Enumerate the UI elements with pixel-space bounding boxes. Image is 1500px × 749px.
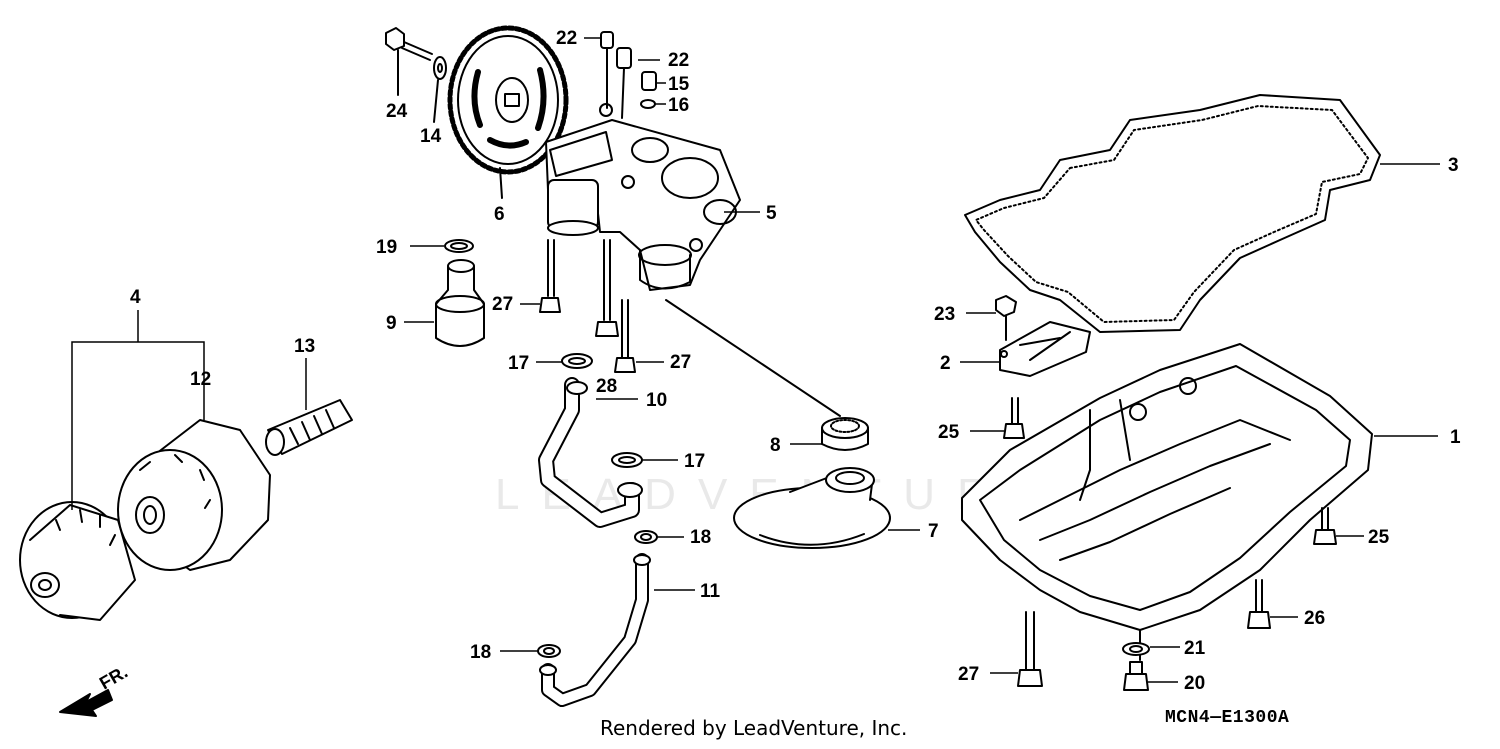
part-washer-21 — [1122, 642, 1150, 656]
part-oring-17a — [561, 353, 593, 369]
callout-21: 21 — [1184, 638, 1206, 659]
part-gasket-3 — [964, 94, 1381, 333]
part-bolt-25a — [1003, 397, 1025, 439]
part-plate-2 — [999, 321, 1091, 377]
callout-18b: 18 — [470, 642, 491, 663]
callout-18a: 18 — [690, 527, 711, 548]
callout-23: 23 — [934, 304, 955, 325]
callout-22a: 22 — [556, 28, 577, 49]
part-bolt-27c — [1017, 611, 1043, 687]
callout-24: 24 — [386, 101, 408, 122]
part-oil-pump-5 — [545, 103, 741, 291]
part-pipe-13 — [265, 399, 353, 456]
part-washer-14 — [433, 56, 447, 123]
part-pipe-11 — [539, 553, 651, 707]
front-direction-arrow-icon — [59, 689, 113, 717]
callout-2: 2 — [940, 353, 951, 374]
part-pipe-10 — [538, 377, 643, 528]
part-oil-pan-1 — [961, 343, 1373, 661]
part-bolt-27a — [539, 239, 561, 313]
callout-17b: 17 — [684, 451, 705, 472]
callout-25b: 25 — [1368, 527, 1390, 548]
callout-12: 12 — [190, 369, 211, 390]
part-seal-8 — [665, 299, 869, 451]
callout-28: 28 — [596, 376, 617, 397]
callout-3: 3 — [1448, 155, 1459, 176]
callout-6: 6 — [494, 204, 505, 225]
callout-7: 7 — [928, 521, 939, 542]
callout-27b: 27 — [670, 352, 691, 373]
part-bolt-26 — [1247, 579, 1271, 629]
callout-27a: 27 — [492, 294, 513, 315]
part-filter-housing-4 — [19, 501, 136, 621]
part-bolt-23 — [995, 295, 1017, 341]
callout-14: 14 — [420, 126, 442, 147]
part-gear-6 — [447, 25, 569, 199]
part-strainer-7 — [733, 467, 891, 549]
part-bolt-24 — [385, 27, 433, 96]
part-dowel-22 — [600, 31, 657, 119]
callout-16: 16 — [668, 95, 689, 116]
part-washer-18a — [634, 530, 658, 544]
diagram-code: MCN4—E1300A — [1165, 708, 1290, 728]
callout-17a: 17 — [508, 353, 529, 374]
callout-1: 1 — [1450, 427, 1461, 448]
callout-10: 10 — [646, 390, 667, 411]
callout-15: 15 — [668, 74, 690, 95]
callout-19: 19 — [376, 237, 397, 258]
part-bolt-28 — [595, 239, 619, 337]
callout-4: 4 — [130, 287, 141, 308]
part-drain-bolt-20 — [1123, 661, 1149, 691]
part-washer-18b — [537, 644, 561, 658]
part-filter-12 — [117, 419, 271, 571]
part-oring-17b — [611, 452, 643, 468]
callout-20: 20 — [1184, 673, 1205, 694]
callout-8: 8 — [770, 435, 781, 456]
callout-25a: 25 — [938, 422, 960, 443]
part-nipple-9 — [435, 259, 485, 347]
part-oring-19 — [444, 239, 474, 253]
callout-5: 5 — [766, 203, 777, 224]
footer-credit: Rendered by LeadVenture, Inc. — [600, 716, 908, 740]
front-direction-label: FR. — [96, 662, 131, 694]
callout-27c: 27 — [958, 664, 979, 685]
part-bolt-25b — [1313, 507, 1337, 545]
callout-11: 11 — [700, 581, 721, 602]
callout-9: 9 — [386, 313, 397, 334]
callout-26: 26 — [1304, 608, 1325, 629]
callout-13: 13 — [294, 336, 315, 357]
part-bolt-27b — [614, 299, 636, 373]
callout-22b: 22 — [668, 50, 689, 71]
